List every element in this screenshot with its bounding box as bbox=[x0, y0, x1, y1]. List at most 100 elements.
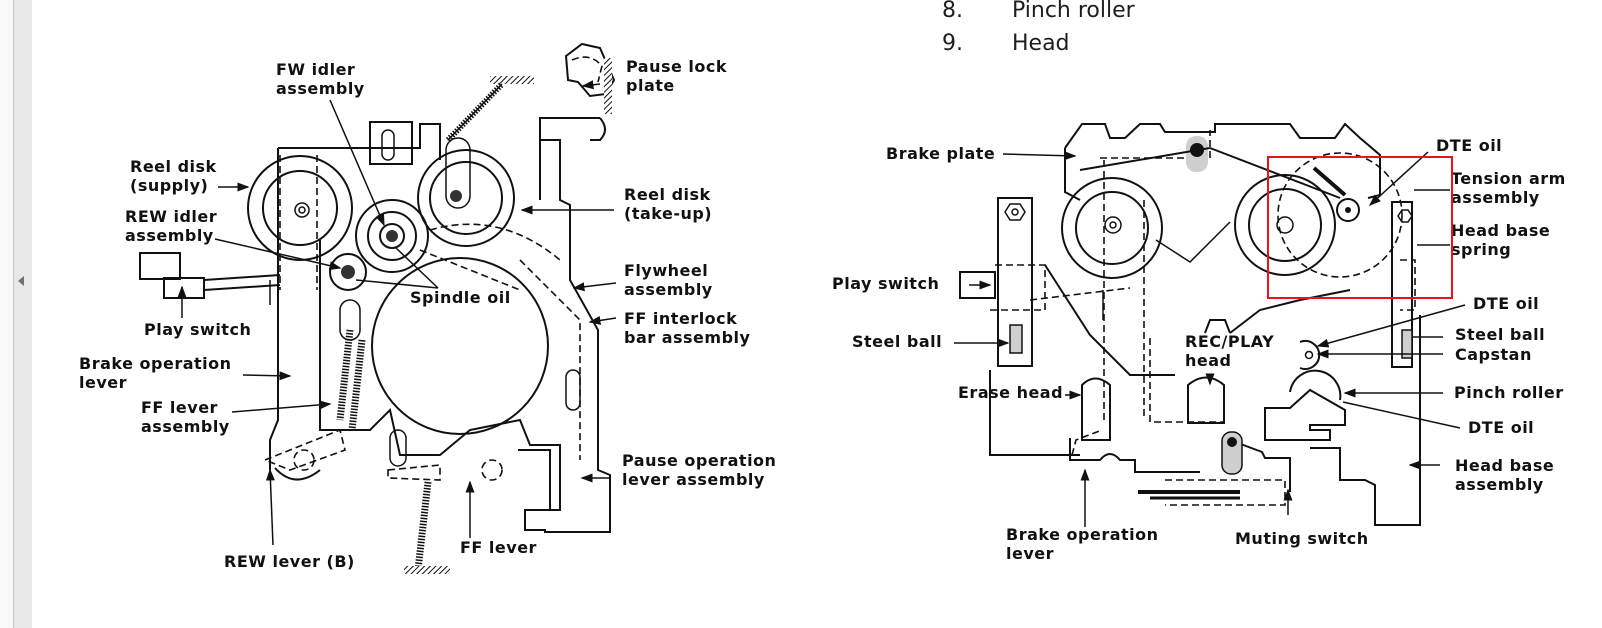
svg-text:DTE oil: DTE oil bbox=[1473, 294, 1539, 313]
label-ff-interlock-2: bar assembly bbox=[624, 328, 751, 347]
svg-text:DTE oil: DTE oil bbox=[1436, 136, 1502, 155]
label-rew-lever-b: REW lever (B) bbox=[224, 552, 355, 571]
label-reel-supply-1: Reel disk bbox=[130, 157, 217, 176]
svg-text:Reel disk: Reel disk bbox=[130, 157, 217, 176]
svg-text:REW idler: REW idler bbox=[125, 207, 217, 226]
svg-text:spring: spring bbox=[1451, 240, 1511, 259]
svg-text:assembly: assembly bbox=[1451, 188, 1540, 207]
svg-text:head: head bbox=[1185, 351, 1232, 370]
label-brake-lever-right-2: lever bbox=[1006, 544, 1054, 563]
svg-text:lever assembly: lever assembly bbox=[622, 470, 765, 489]
svg-text:Brake operation: Brake operation bbox=[79, 354, 232, 373]
svg-text:Pinch roller: Pinch roller bbox=[1454, 383, 1564, 402]
list-number: 9. bbox=[942, 31, 963, 56]
svg-text:Capstan: Capstan bbox=[1455, 345, 1532, 364]
svg-text:Play switch: Play switch bbox=[832, 274, 939, 293]
left-mechanism-diagram: FW idler assembly Pause lock plate Reel … bbox=[79, 42, 776, 574]
label-dte-oil-mid: DTE oil bbox=[1473, 294, 1539, 313]
svg-text:Head base: Head base bbox=[1455, 456, 1554, 475]
svg-text:Spindle oil: Spindle oil bbox=[410, 288, 511, 307]
svg-text:FF lever: FF lever bbox=[460, 538, 537, 557]
label-rew-idler-1: REW idler bbox=[125, 207, 217, 226]
page-edge bbox=[0, 0, 14, 628]
label-brake-plate: Brake plate bbox=[886, 144, 995, 163]
label-reel-takeup-2: (take-up) bbox=[624, 204, 712, 223]
list-item: 8. Pinch roller bbox=[942, 0, 1135, 27]
label-pause-lock-1: Pause lock bbox=[626, 57, 727, 76]
fixed-mount-hatch bbox=[404, 566, 450, 574]
label-tension-arm-1: Tension arm bbox=[1451, 169, 1566, 188]
label-erase-head: Erase head bbox=[958, 383, 1063, 402]
label-ff-lever: FF lever bbox=[460, 538, 537, 557]
mechanism-diagrams: FW idler assembly Pause lock plate Reel … bbox=[79, 42, 1566, 574]
label-brake-lever-1: Brake operation bbox=[79, 354, 232, 373]
label-flywheel-2: assembly bbox=[624, 280, 713, 299]
label-pause-op-2: lever assembly bbox=[622, 470, 765, 489]
svg-text:plate: plate bbox=[626, 76, 675, 95]
sidebar-panel[interactable] bbox=[14, 0, 32, 628]
svg-text:(supply): (supply) bbox=[130, 176, 208, 195]
svg-text:Brake operation: Brake operation bbox=[1006, 525, 1159, 544]
svg-text:Tension arm: Tension arm bbox=[1451, 169, 1566, 188]
chevron-left-icon[interactable] bbox=[18, 276, 24, 286]
svg-text:Steel ball: Steel ball bbox=[852, 332, 942, 351]
svg-text:Brake plate: Brake plate bbox=[886, 144, 995, 163]
label-steel-ball-left: Steel ball bbox=[852, 332, 942, 351]
label-reel-takeup-1: Reel disk bbox=[624, 185, 711, 204]
label-reel-supply-2: (supply) bbox=[130, 176, 208, 195]
svg-text:Reel disk: Reel disk bbox=[624, 185, 711, 204]
svg-text:Flywheel: Flywheel bbox=[624, 261, 708, 280]
svg-text:FW idler: FW idler bbox=[276, 60, 355, 79]
svg-text:Muting switch: Muting switch bbox=[1235, 529, 1369, 548]
label-head-base-assy-1: Head base bbox=[1455, 456, 1554, 475]
right-mechanism-diagram: Brake plate DTE oil Tension arm assembly… bbox=[832, 122, 1566, 563]
svg-text:assembly: assembly bbox=[1455, 475, 1544, 494]
svg-text:assembly: assembly bbox=[125, 226, 214, 245]
label-ff-lever-assy-1: FF lever bbox=[141, 398, 218, 417]
svg-text:(take-up): (take-up) bbox=[624, 204, 712, 223]
label-ff-interlock-1: FF interlock bbox=[624, 309, 737, 328]
label-capstan: Capstan bbox=[1455, 345, 1532, 364]
label-muting-switch: Muting switch bbox=[1235, 529, 1369, 548]
svg-text:DTE oil: DTE oil bbox=[1468, 418, 1534, 437]
fixed-mount-hatch bbox=[490, 76, 534, 84]
label-pause-op-1: Pause operation bbox=[622, 451, 776, 470]
svg-text:Pause operation: Pause operation bbox=[622, 451, 776, 470]
label-pinch-roller: Pinch roller bbox=[1454, 383, 1564, 402]
svg-text:Pause lock: Pause lock bbox=[626, 57, 727, 76]
label-rew-idler-2: assembly bbox=[125, 226, 214, 245]
label-ff-lever-assy-2: assembly bbox=[141, 417, 230, 436]
label-dte-oil-bottom: DTE oil bbox=[1468, 418, 1534, 437]
svg-text:REW lever (B): REW lever (B) bbox=[224, 552, 355, 571]
label-brake-lever-2: lever bbox=[79, 373, 127, 392]
label-flywheel-1: Flywheel bbox=[624, 261, 708, 280]
svg-text:Steel ball: Steel ball bbox=[1455, 325, 1545, 344]
label-fw-idler-1: FW idler bbox=[276, 60, 355, 79]
label-steel-ball-right: Steel ball bbox=[1455, 325, 1545, 344]
parts-list: 8. Pinch roller 9. Head bbox=[942, 0, 1135, 60]
label-head-base-spring-1: Head base bbox=[1451, 221, 1550, 240]
label-play-switch: Play switch bbox=[144, 320, 251, 339]
list-number: 8. bbox=[942, 0, 963, 23]
svg-text:bar assembly: bar assembly bbox=[624, 328, 751, 347]
label-pause-lock-2: plate bbox=[626, 76, 675, 95]
label-rec-play-1: REC/PLAY bbox=[1185, 332, 1274, 351]
svg-text:FF lever: FF lever bbox=[141, 398, 218, 417]
fixed-mount-hatch bbox=[604, 58, 612, 114]
svg-text:lever: lever bbox=[79, 373, 127, 392]
document-page: 8. Pinch roller 9. Head bbox=[32, 0, 1602, 628]
label-play-switch-right: Play switch bbox=[832, 274, 939, 293]
label-spindle-oil: Spindle oil bbox=[410, 288, 511, 307]
svg-text:lever: lever bbox=[1006, 544, 1054, 563]
label-tension-arm-2: assembly bbox=[1451, 188, 1540, 207]
label-head-base-spring-2: spring bbox=[1451, 240, 1511, 259]
svg-text:Play switch: Play switch bbox=[144, 320, 251, 339]
label-fw-idler-2: assembly bbox=[276, 79, 365, 98]
svg-text:assembly: assembly bbox=[624, 280, 713, 299]
svg-text:Head base: Head base bbox=[1451, 221, 1550, 240]
svg-text:assembly: assembly bbox=[276, 79, 365, 98]
list-item: 9. Head bbox=[942, 27, 1135, 60]
list-label: Head bbox=[1012, 31, 1070, 56]
highlight-box-tension-arm bbox=[1267, 156, 1453, 299]
label-dte-oil-top: DTE oil bbox=[1436, 136, 1502, 155]
